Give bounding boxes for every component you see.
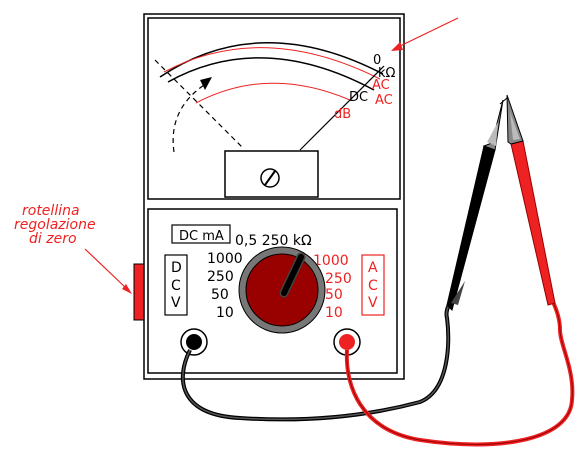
dc-ma-label: DC mA: [179, 229, 224, 244]
dcv-range-10: 10: [216, 305, 234, 321]
red-probe[interactable]: [506, 94, 556, 306]
acv-range-50: 50: [325, 287, 343, 303]
dial-dc: DC: [349, 90, 368, 105]
dial-ac-2: AC: [375, 93, 393, 108]
zero-adjust-label-2: regolazione: [14, 217, 96, 233]
sweep-arrowhead: [200, 77, 212, 90]
dcv-range-1000: 1000: [207, 251, 243, 267]
black-lead-cable-highlight: [182, 299, 456, 421]
acv-box: [361, 254, 385, 316]
acv-c: C: [368, 278, 378, 294]
scale-arc-red-inner: [195, 82, 351, 104]
dial-zero: 0: [373, 53, 381, 68]
dcv-range-50: 50: [211, 287, 229, 303]
dial-ac-1: AC: [372, 78, 390, 93]
dcv-c: C: [171, 278, 181, 294]
needle-full-scale: [299, 65, 385, 151]
scale-arc-inner: [167, 57, 375, 91]
pointer-arrowhead-top: [391, 42, 403, 51]
needle-sweep: [172, 84, 205, 153]
zero-adjust-screw[interactable]: [260, 168, 280, 188]
acv-range-1000: 1000: [313, 253, 349, 269]
dcv-d: D: [171, 260, 182, 276]
dcv-box: [164, 254, 188, 316]
zero-adjust-wheel[interactable]: [133, 263, 145, 321]
pointer-arrowhead-left: [122, 284, 132, 294]
pointer-arrow-top: [397, 17, 459, 48]
dial-kohm: kΩ: [378, 66, 396, 81]
dc-ma-box: [171, 224, 231, 244]
pointer-arrow-left: [84, 248, 127, 289]
com-jack[interactable]: [180, 328, 208, 356]
scale-arc-red-outer: [163, 47, 381, 80]
acv-range-10: 10: [325, 305, 343, 321]
black-probe[interactable]: [446, 97, 508, 311]
needle-rest: [154, 59, 244, 149]
dcv-range-250: 250: [207, 269, 234, 285]
zero-adjust-label-3: di zero: [29, 231, 77, 247]
dcv-v: V: [171, 295, 181, 311]
zero-adjust-label-1: rotellina: [22, 203, 80, 219]
range-selector-knob[interactable]: [238, 246, 326, 334]
acv-a: A: [368, 260, 378, 276]
ohm-ranges-label: 0,5 250 kΩ: [235, 233, 312, 249]
acv-v: V: [368, 295, 378, 311]
acv-range-250: 250: [325, 271, 352, 287]
red-lead-cable-edge: [346, 299, 573, 445]
dial-db: dB: [334, 107, 351, 122]
